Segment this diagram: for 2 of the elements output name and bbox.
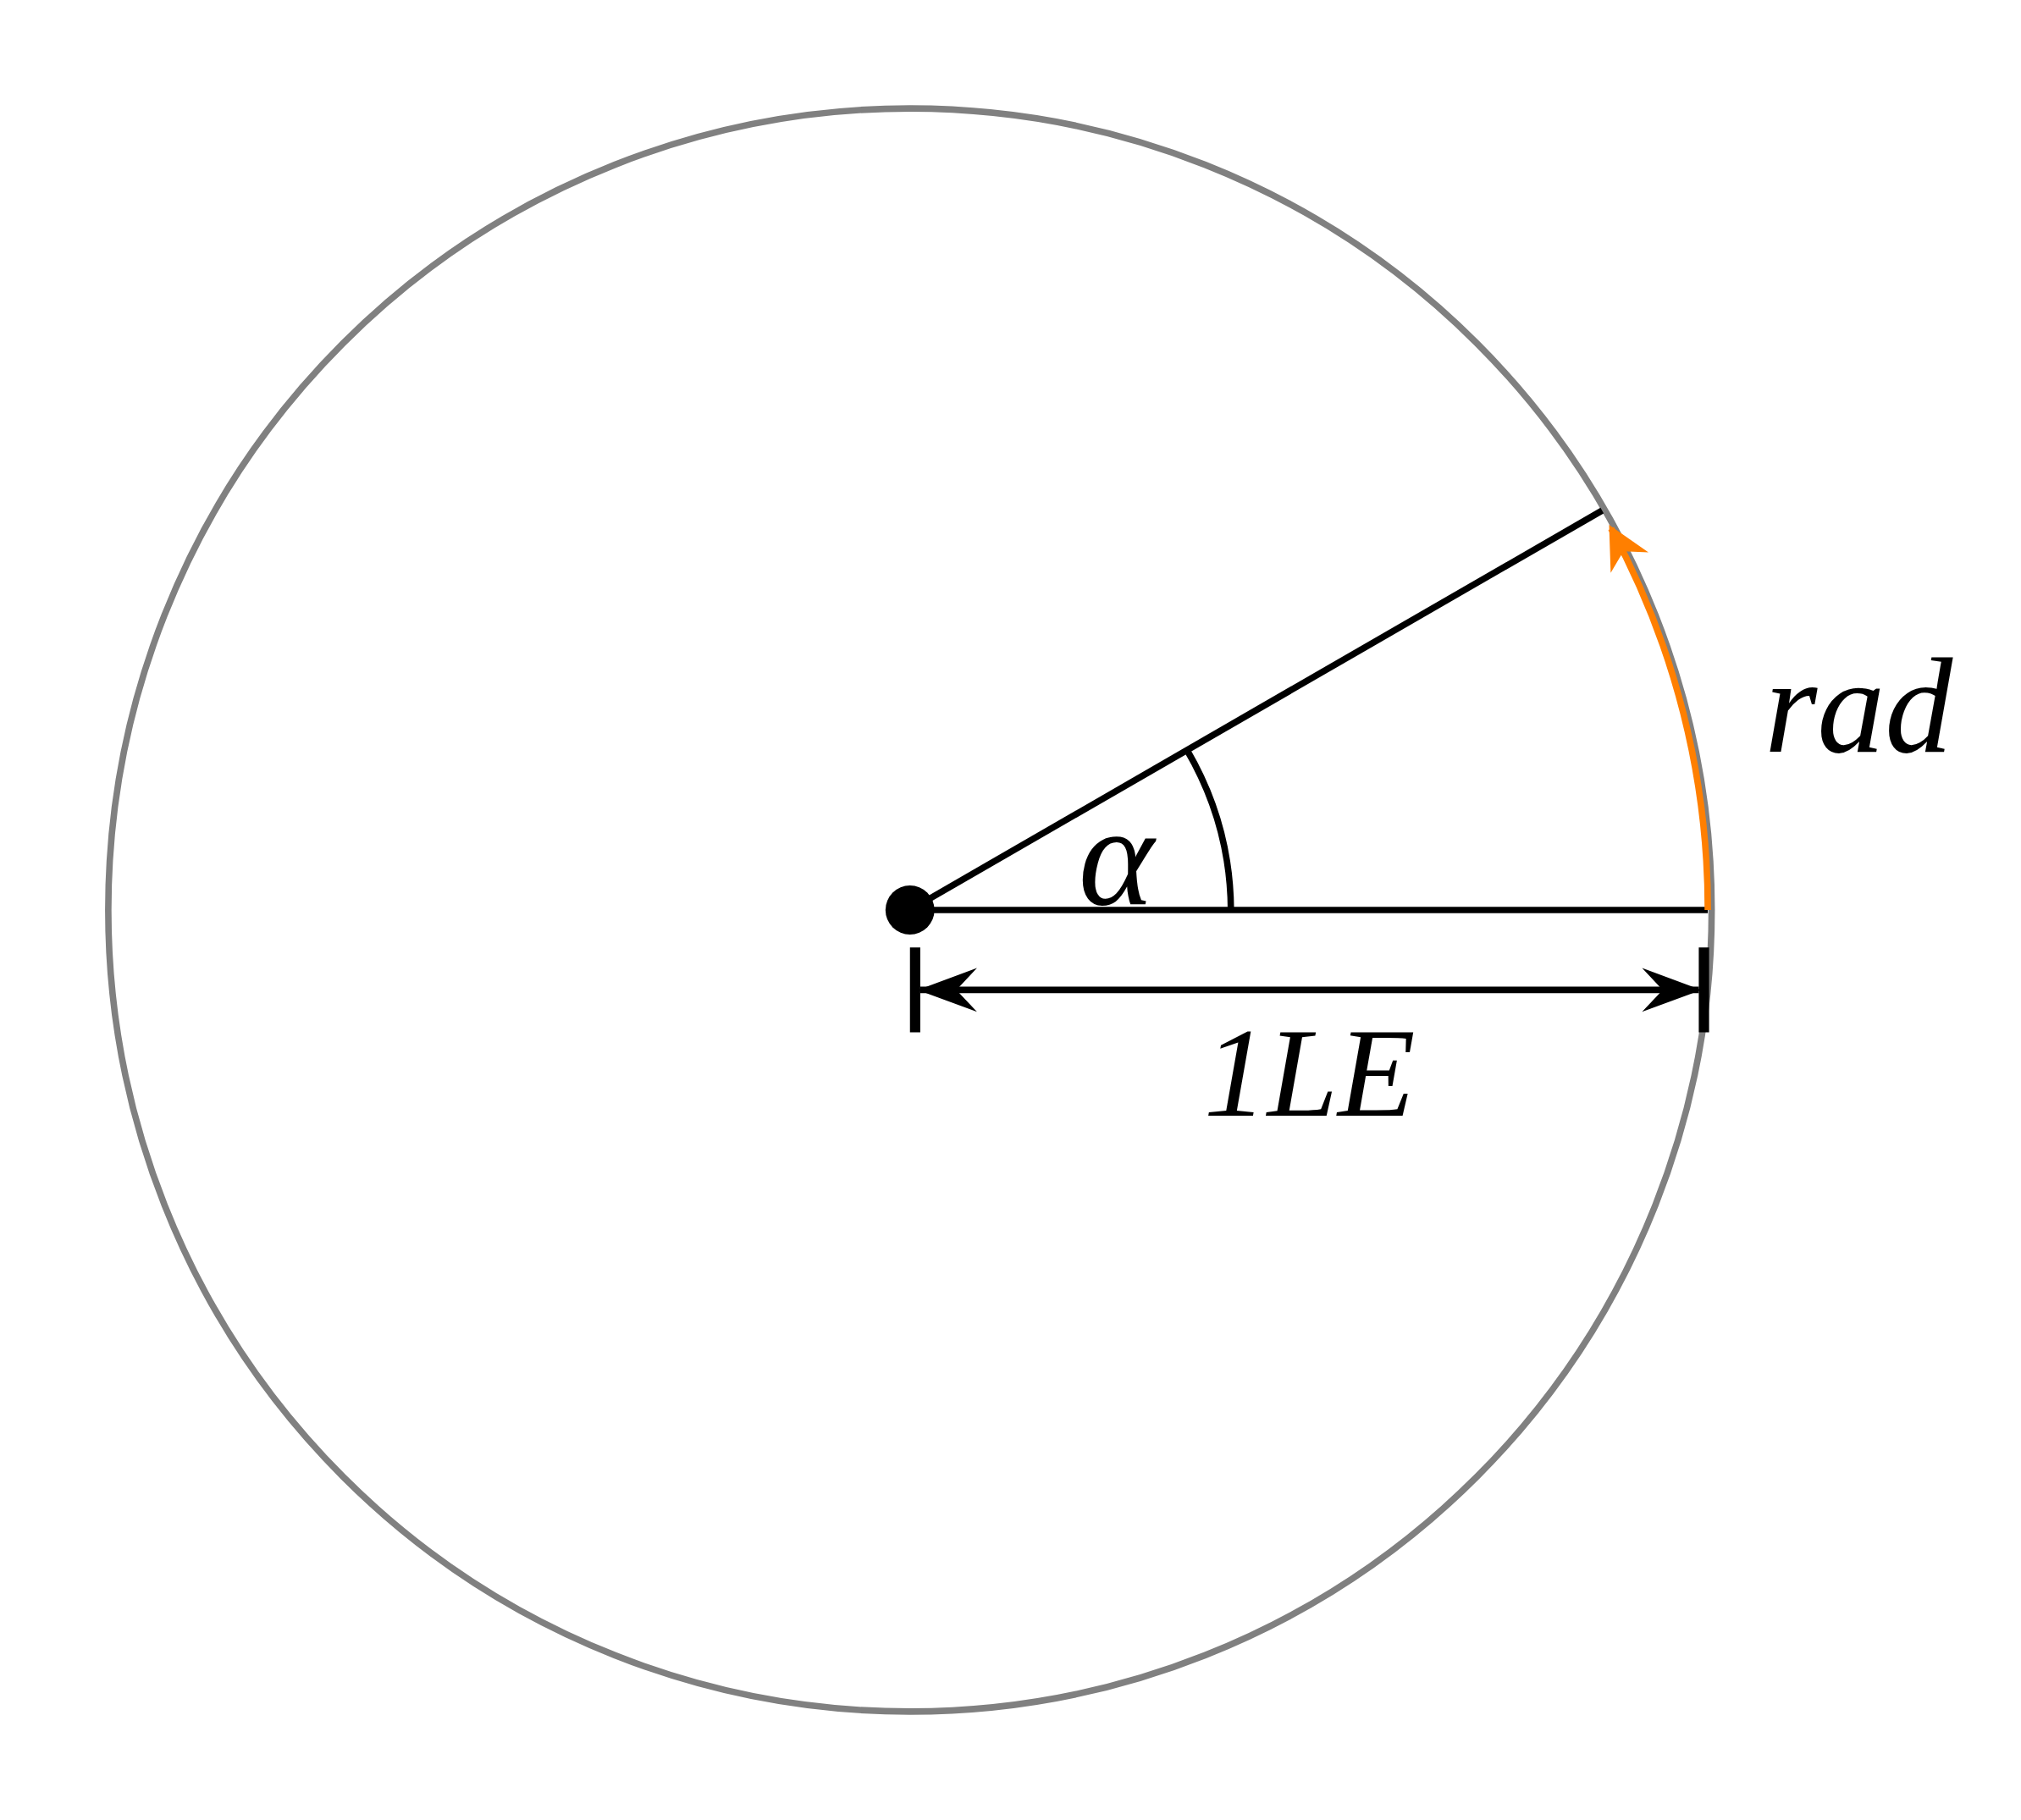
dimension-label: 1LE	[1203, 1008, 1416, 1136]
arc-length-label: rad	[1764, 638, 1953, 775]
